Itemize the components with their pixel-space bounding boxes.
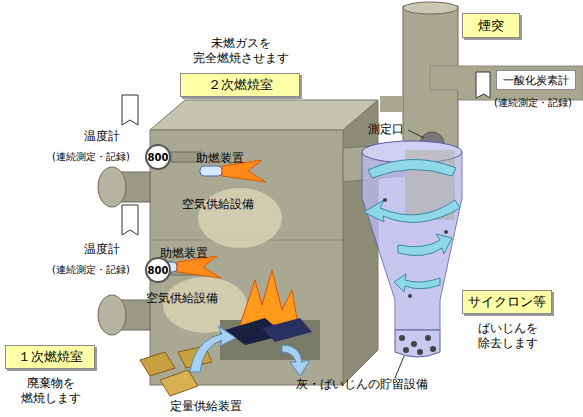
- leader-line: [395, 356, 404, 378]
- part-label: 空気供給設備: [146, 290, 218, 307]
- part-label: 温度計: [84, 241, 120, 258]
- waste-block: [140, 352, 175, 376]
- part-label: 灰・ばいじんの貯留設備: [296, 376, 428, 393]
- box-side: [343, 100, 378, 385]
- box-front: [150, 130, 343, 385]
- waste-block: [160, 370, 198, 396]
- burner-nozzle: [200, 166, 222, 176]
- dust-particles: [383, 198, 448, 355]
- gauge-dial: 800: [145, 144, 171, 170]
- chart-paper: [122, 205, 138, 235]
- part-label: (連続測定・記録): [52, 263, 130, 277]
- chart-paper: [476, 72, 490, 98]
- dust: [403, 347, 409, 353]
- feed-arrow: [190, 326, 236, 372]
- node-label: 800: [148, 265, 169, 276]
- meter-box: 一酸化炭素計(連続測定・記録): [496, 70, 576, 90]
- swirl-arrow: [398, 234, 452, 256]
- dust: [408, 294, 412, 298]
- part-label: 測定口: [368, 121, 404, 138]
- node-note: 廃棄物を 燃焼します: [14, 376, 88, 406]
- part-label: 空気供給設備: [182, 196, 254, 213]
- chimney-top: [403, 2, 458, 14]
- gauge-dial: 800: [145, 257, 171, 283]
- part-label: (連続測定・記録): [52, 150, 130, 164]
- label-box: 煙突: [462, 13, 520, 38]
- label-box: 未燃ガスを 完全燃焼させます２次燃焼室: [180, 73, 300, 97]
- dust: [430, 346, 436, 352]
- chimney-ledge: [380, 96, 403, 112]
- node-label: 800: [148, 152, 169, 163]
- cylinder: [98, 295, 126, 335]
- node-note: 未燃ガスを 完全燃焼させます: [171, 36, 311, 66]
- node-label: ２次燃焼室: [208, 76, 273, 94]
- dust: [444, 230, 448, 234]
- cylinder: [98, 167, 126, 207]
- label-box: １次燃焼室廃棄物を 燃焼します: [5, 345, 95, 369]
- swirl-arrow: [364, 200, 460, 222]
- meter-bracket: [430, 66, 583, 100]
- node-note: (連続測定・記録): [483, 95, 583, 110]
- chart-paper: [122, 95, 138, 125]
- node-label: 煙突: [478, 17, 504, 35]
- label-box: サイクロン等ばいじんを 除去します: [462, 290, 552, 314]
- part-label: 定量供給装置: [170, 398, 242, 415]
- dust: [411, 341, 417, 347]
- fire-flame: [240, 270, 298, 325]
- dust-hopper: [395, 330, 440, 357]
- node-note: ばいじんを 除去します: [471, 321, 545, 351]
- part-label: 助燃装置: [160, 245, 208, 262]
- swirl-arrow: [368, 159, 456, 178]
- node-label: 一酸化炭素計: [503, 73, 569, 88]
- box-top: [150, 100, 378, 130]
- dust: [425, 335, 431, 341]
- part-label: 助燃装置: [196, 150, 244, 167]
- ash-arrow: [282, 345, 310, 376]
- dust: [383, 198, 387, 202]
- dust: [399, 335, 405, 341]
- leader-line: [408, 130, 424, 138]
- node-label: １次燃焼室: [18, 348, 83, 366]
- swirl-arrow: [394, 274, 440, 292]
- dust: [417, 349, 423, 355]
- part-label: 温度計: [84, 128, 120, 145]
- node-label: サイクロン等: [468, 293, 546, 311]
- burning-waste: [262, 318, 312, 342]
